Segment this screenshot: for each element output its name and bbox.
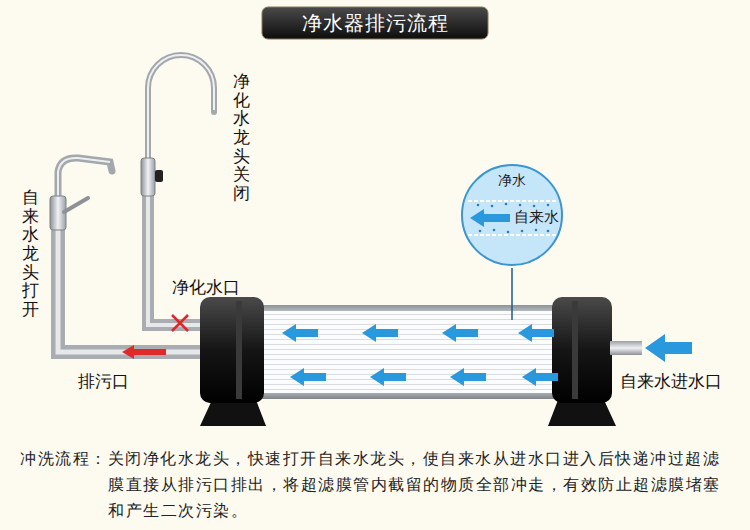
flow-arrow <box>470 209 510 227</box>
flow-arrow <box>290 368 326 386</box>
impurity-dot <box>479 230 482 233</box>
inlet-pipe <box>610 341 642 355</box>
part-label: 排污口 <box>78 371 129 391</box>
right-base <box>548 400 616 426</box>
membrane-fibres <box>262 311 554 393</box>
purified-pipe-shine <box>148 192 205 325</box>
impurity-dot <box>491 205 494 208</box>
impurity-dot <box>477 204 480 207</box>
membrane-wall <box>468 200 556 202</box>
impurity-dot <box>519 204 522 207</box>
flow-arrow <box>370 368 406 386</box>
callout-circle: 净水自来水 <box>460 163 564 267</box>
callout-heading: 净水 <box>498 172 526 189</box>
faucet-handle <box>64 198 88 212</box>
part-label: 净化水口 <box>172 277 240 297</box>
valve-body <box>141 158 155 196</box>
flow-arrow <box>450 368 486 386</box>
left-base <box>200 400 266 426</box>
left-end-cap <box>200 297 264 403</box>
valve-handle <box>155 170 163 182</box>
impurity-dot <box>547 204 550 207</box>
impurity-dot <box>533 205 536 208</box>
part-label: 自来水进水口 <box>620 371 722 391</box>
membrane-core <box>262 311 554 393</box>
cap-ring <box>236 301 242 399</box>
callout-leader <box>511 268 513 320</box>
flush-note: 冲洗流程：关闭净化水龙头，快速打开自来水龙头，使自来水从进水口进入后快递冲过超滤… <box>20 446 736 524</box>
right-end-cap <box>552 297 612 403</box>
purified-pipe <box>148 192 205 325</box>
impurity-dot <box>535 229 538 232</box>
inlet-arrow <box>645 334 692 362</box>
cap-ring <box>572 301 578 399</box>
part-label: 自来水龙头打开 <box>22 188 39 319</box>
impurity-dot <box>493 229 496 232</box>
flow-arrow <box>362 324 398 342</box>
flow-arrow <box>282 324 318 342</box>
impurity-dot <box>505 203 508 206</box>
impurity-dot <box>547 230 550 233</box>
gooseneck-faucet <box>148 55 214 162</box>
diagram-title: 净水器排污流程 <box>262 7 488 39</box>
flow-arrow <box>442 324 478 342</box>
gooseneck-shine <box>148 55 214 162</box>
impurity-dot <box>521 230 524 233</box>
impurity-dot <box>507 231 510 234</box>
flow-arrow <box>518 324 554 342</box>
drain-arrow <box>122 345 166 359</box>
flow-arrow <box>522 368 558 386</box>
callout-disc <box>462 165 562 265</box>
membrane-wall <box>468 234 556 236</box>
closed-cross <box>172 315 188 331</box>
closed-cross <box>172 315 188 331</box>
callout-text: 自来水 <box>514 208 559 226</box>
tube-body <box>250 305 570 399</box>
part-label: 净化水龙头关闭 <box>233 72 250 203</box>
title-banner <box>262 7 488 39</box>
